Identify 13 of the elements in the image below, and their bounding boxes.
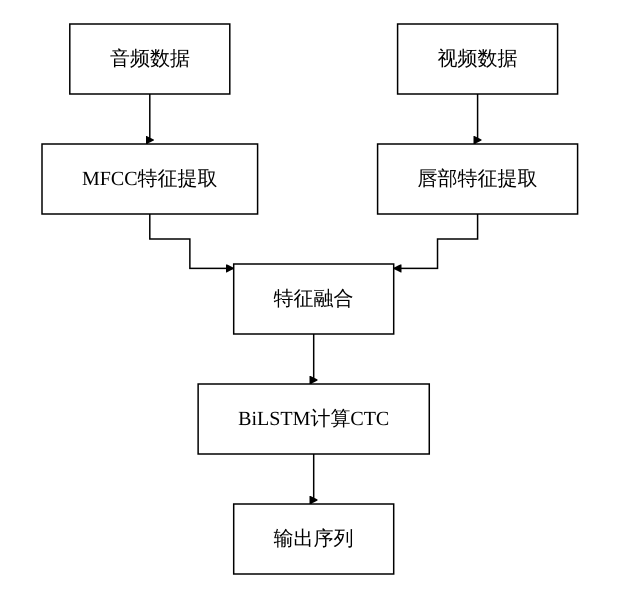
node-box: 输出序列 [232,503,394,575]
node-box: BiLSTM计算CTC [197,383,430,455]
node-box: 音频数据 [68,23,230,95]
arrow [309,453,318,504]
node-box: 特征融合 [232,263,394,335]
arrow [472,93,482,144]
arrow [145,93,154,144]
node-box: MFCC特征提取 [40,143,258,215]
node-box: 视频数据 [396,23,558,95]
node-box: 唇部特征提取 [376,143,578,215]
arrow [309,333,318,384]
arrow [392,213,478,273]
arrow [148,213,234,273]
